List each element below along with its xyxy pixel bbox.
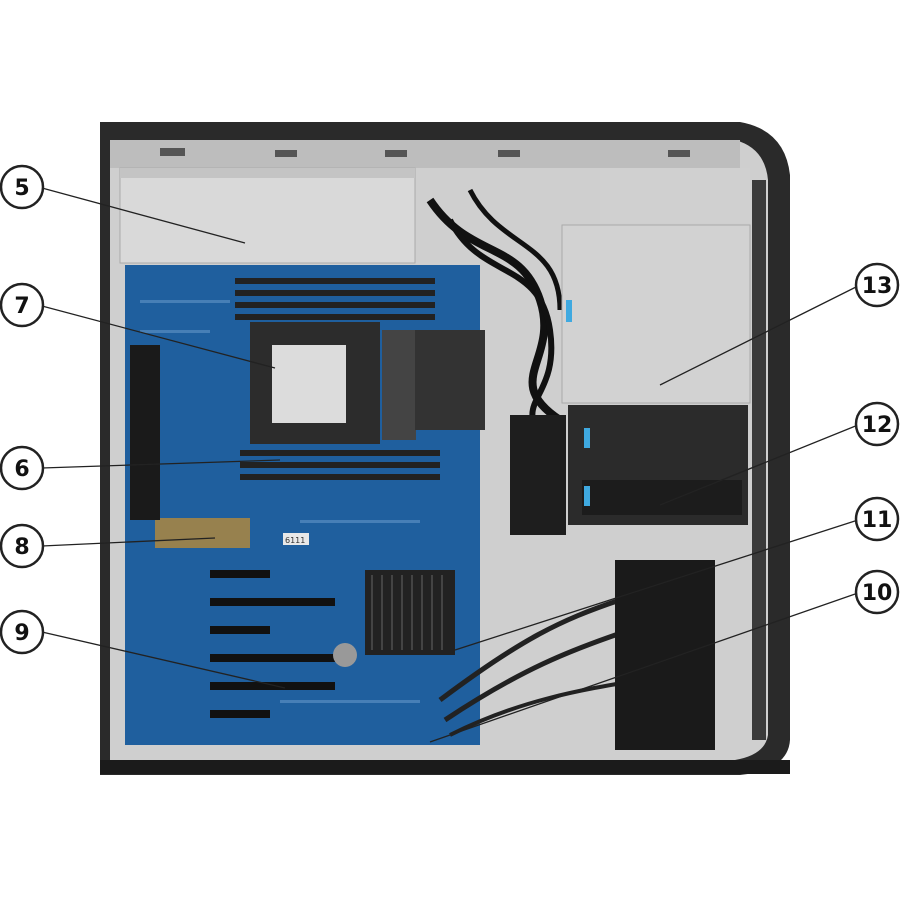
callout-7: 7 xyxy=(0,282,45,328)
callout-10: 10 xyxy=(854,569,900,615)
callout-5-label: 5 xyxy=(14,176,29,201)
memory-slots-lower xyxy=(240,450,440,480)
leader-line-8 xyxy=(41,537,216,547)
rail-slot xyxy=(498,150,520,157)
chassis-base xyxy=(100,760,790,774)
callout-12: 12 xyxy=(854,401,900,447)
callout-7-label: 7 xyxy=(14,294,29,319)
callout-11-label: 11 xyxy=(862,508,893,533)
callout-13: 13 xyxy=(854,262,900,308)
callout-9: 9 xyxy=(0,609,45,655)
memory-slots-upper xyxy=(235,278,435,320)
chipset-heatsink xyxy=(333,570,455,667)
leader-line-6 xyxy=(41,459,281,469)
callout-11: 11 xyxy=(854,496,900,542)
processor-cover xyxy=(250,322,416,444)
callout-8: 8 xyxy=(0,523,45,569)
cable-bundle xyxy=(426,188,641,737)
callout-markers: 5 7 6 8 9 13 12 11 xyxy=(0,164,900,655)
power-supply xyxy=(119,167,416,264)
leader-line-11 xyxy=(454,519,859,651)
rail-slot xyxy=(160,148,185,156)
leader-line-10 xyxy=(429,592,859,743)
m2-slots xyxy=(155,518,250,548)
rail-slot xyxy=(275,150,297,157)
callout-6-label: 6 xyxy=(14,457,29,482)
callout-6: 6 xyxy=(0,445,45,491)
leader-lines xyxy=(41,187,859,743)
vrm-heatsink xyxy=(415,330,485,430)
leader-line-12 xyxy=(659,424,859,506)
rail-slot xyxy=(668,150,690,157)
callout-12-label: 12 xyxy=(862,413,893,438)
chassis-top-rail xyxy=(110,140,740,168)
front-fan-area xyxy=(615,560,715,750)
callout-5: 5 xyxy=(0,164,45,210)
leader-line-9 xyxy=(41,631,286,689)
front-bezel xyxy=(752,180,766,740)
board-label-text: 6111 xyxy=(285,536,305,545)
callout-8-label: 8 xyxy=(14,535,29,560)
rail-slot xyxy=(385,150,407,157)
board-label: 6111 xyxy=(283,533,309,545)
rear-fan xyxy=(130,345,160,520)
leader-line-5 xyxy=(41,187,246,244)
upper-drive-bay xyxy=(561,168,751,404)
hard-drive-bays xyxy=(510,405,748,535)
leader-line-13 xyxy=(659,285,859,386)
leader-line-7 xyxy=(41,305,276,369)
pcie-slots xyxy=(210,570,335,718)
callout-13-label: 13 xyxy=(862,274,893,299)
callout-9-label: 9 xyxy=(14,621,29,646)
callout-10-label: 10 xyxy=(862,581,893,606)
